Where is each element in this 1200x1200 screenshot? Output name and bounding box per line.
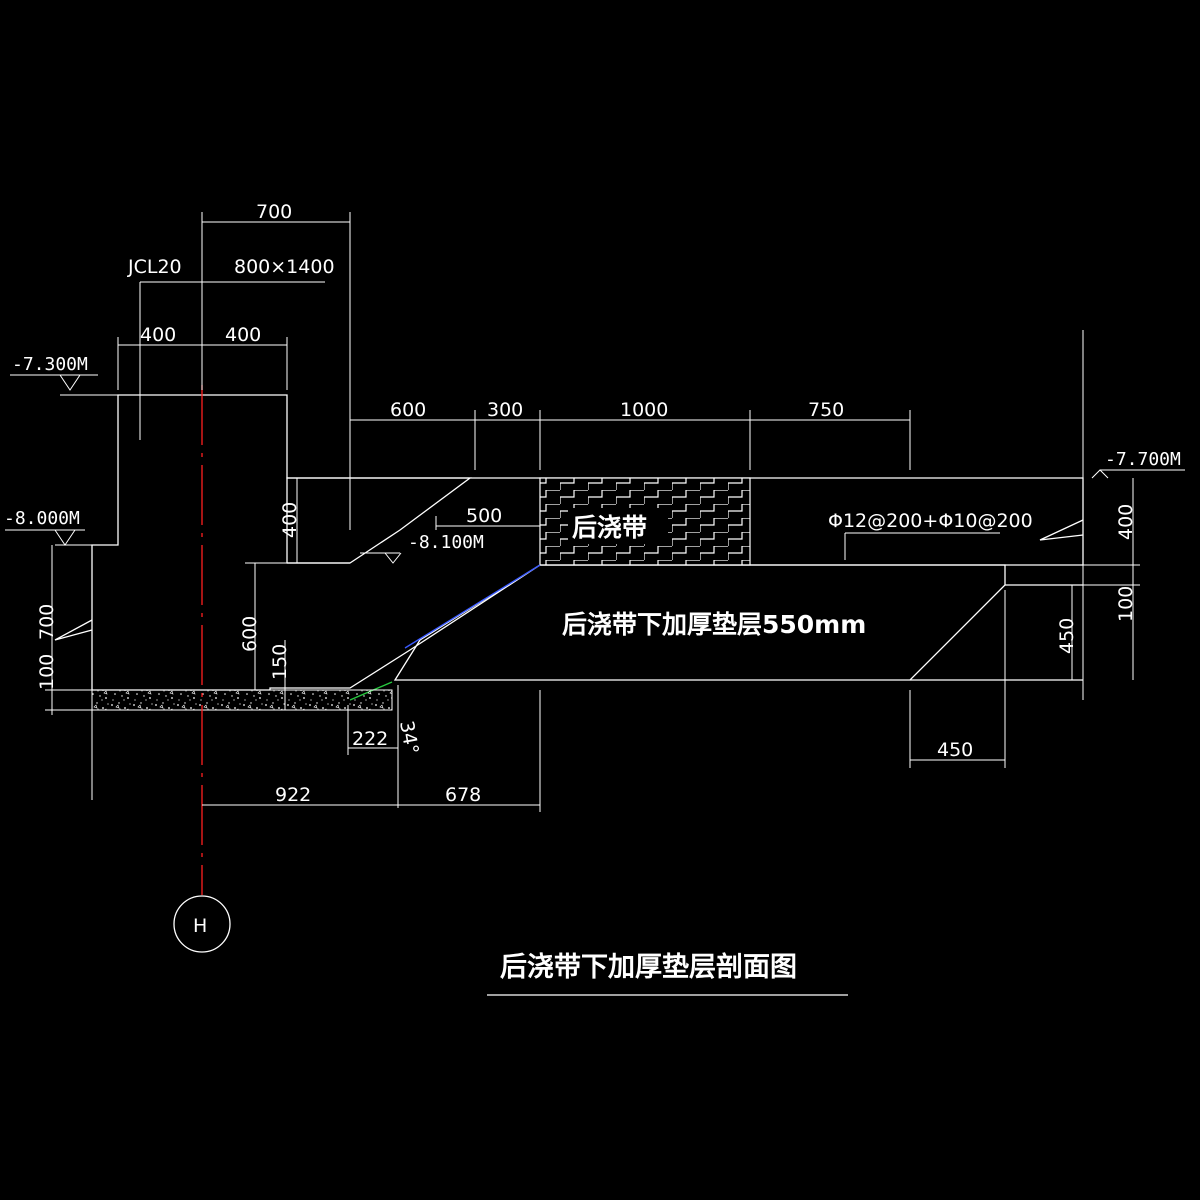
thickened-layer-label: 后浇带下加厚垫层550mm: [562, 610, 866, 639]
dim-750: 750: [808, 399, 844, 421]
dim-100-vert-left: 100: [36, 654, 58, 690]
dim-300: 300: [487, 399, 523, 421]
dim-222: 222: [352, 728, 388, 750]
dim-700-vert-left: 700: [36, 604, 58, 640]
level-raft-top: -8.000M: [4, 508, 80, 529]
level-slab-top: -7.700M: [1105, 449, 1181, 470]
dim-150-vert: 150: [269, 644, 291, 680]
raft-blinding: [91, 584, 1083, 711]
dim-450-bottom: 450: [937, 739, 973, 761]
level-beam-top: -7.300M: [12, 354, 88, 375]
level-markers: -7.300M -8.000M -8.100M -7.700M: [4, 354, 1185, 564]
top-dimensions: 700 400 400 600 300 1000 750 500: [117, 201, 911, 536]
rebar-note: Φ12@200+Φ10@200: [826, 506, 1033, 560]
thickened-layer: 后浇带下加厚垫层550mm: [349, 564, 1006, 701]
grid-axis: H: [173, 385, 231, 953]
dim-angle: 34°: [395, 719, 423, 756]
dim-450-vert-right: 450: [1056, 618, 1078, 654]
dim-700-top: 700: [256, 201, 292, 223]
level-pit: -8.100M: [408, 532, 484, 553]
beam-callout: JCL20 800×1400: [127, 256, 335, 440]
dim-400-vert-slab: 400: [279, 502, 301, 538]
dim-1000: 1000: [620, 399, 668, 421]
title-text: 后浇带下加厚垫层剖面图: [500, 951, 797, 983]
bottom-dimensions: 222 34° 922 678 450: [91, 590, 1006, 812]
pour-strip-label: 后浇带: [572, 513, 647, 542]
dim-400-vert-right: 400: [1115, 504, 1137, 540]
dim-500: 500: [466, 505, 502, 527]
dim-600: 600: [390, 399, 426, 421]
dim-922: 922: [275, 784, 311, 806]
drawing-title: 后浇带下加厚垫层剖面图: [487, 951, 848, 996]
break-symbols: [54, 519, 1084, 641]
dim-400-right: 400: [225, 324, 261, 346]
vertical-dimensions: 400 100 450 400 600 150 700 100: [36, 330, 1140, 715]
dim-678: 678: [445, 784, 481, 806]
grid-axis-label: H: [193, 915, 207, 937]
rebar-label: Φ12@200+Φ10@200: [828, 510, 1033, 532]
dim-400-left: 400: [140, 324, 176, 346]
beam-label: JCL20: [127, 256, 182, 278]
pour-strip: 后浇带: [539, 477, 751, 566]
dim-600-vert: 600: [239, 616, 261, 652]
dim-100-vert-right: 100: [1115, 586, 1137, 622]
beam-size: 800×1400: [234, 256, 335, 278]
